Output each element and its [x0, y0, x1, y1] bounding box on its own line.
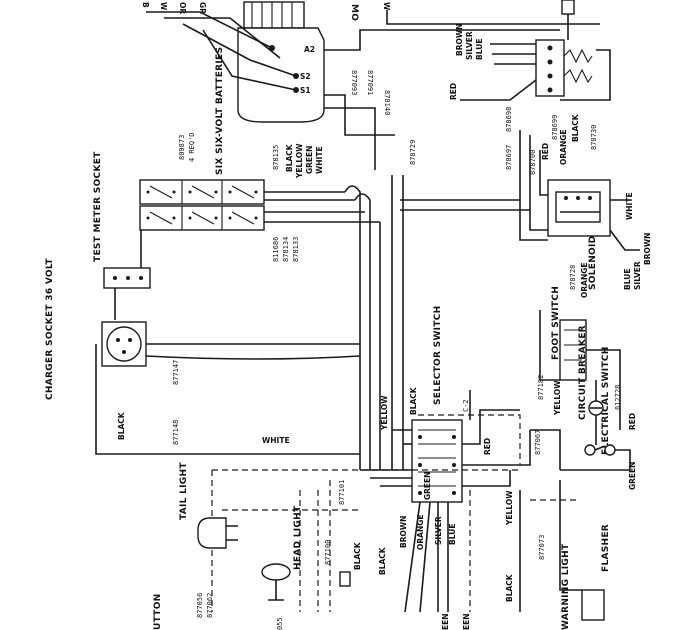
charger-socket-label: CHARGER SOCKET 36 VOLT	[45, 258, 55, 400]
wire-brown-sol: BROWN	[643, 233, 652, 265]
wire-brown-sel: BROWN	[399, 516, 408, 548]
warning-light-label: WARNING LIGHT	[561, 543, 571, 630]
top-wire-b: B	[141, 2, 150, 8]
electrical-switch-label: ELECTRICAL SWITCH	[601, 346, 611, 455]
head-light	[261, 563, 291, 601]
part-c2: C-2	[462, 399, 470, 412]
part-877182: 877182	[537, 375, 545, 400]
motor-terminal-s2: S2	[300, 72, 311, 81]
batteries-label: SIX SIX-VOLT BATTERIES	[215, 47, 225, 175]
part-878697: 878697	[505, 145, 513, 170]
wire-red-es: RED	[628, 413, 637, 430]
motor-label: MO	[349, 4, 359, 21]
wire-white-sel: WHITE	[262, 436, 290, 445]
head-light-label: HEAD LIGHT	[293, 505, 303, 570]
tail-light-label: TAIL LIGHT	[179, 462, 189, 520]
wire-orange-sol2: ORANGE	[580, 262, 589, 298]
wire-yellow-sel: YELLOW	[380, 395, 389, 431]
wire-green-bat: GREEN	[305, 146, 314, 174]
solenoid-label: SOLENOID	[588, 236, 598, 290]
controller-block	[535, 0, 611, 101]
wire-red-sol: RED	[541, 143, 550, 160]
tail-light	[197, 517, 238, 549]
selector-switch	[411, 419, 463, 503]
wire-blue-top: BLUE	[475, 39, 484, 60]
wire-red-top: RED	[449, 83, 458, 100]
part-809873: 809873	[178, 135, 186, 160]
wire-green-sel: GREEN	[423, 472, 432, 500]
part-878133: 878133	[292, 237, 300, 262]
part-877091: 877091	[366, 70, 374, 95]
top-wire-w: W	[159, 2, 168, 11]
motor-terminal-a2: A2	[304, 45, 315, 54]
circuit-breaker-label: CIRCUIT BREAKER	[578, 325, 588, 420]
part-878134: 878134	[282, 237, 290, 262]
wire-black-hl: BLACK	[353, 541, 362, 570]
flasher-label: FLASHER	[601, 524, 611, 572]
wire-black-sol: BLACK	[571, 113, 580, 142]
flasher-unit	[581, 589, 605, 621]
top-wire-or: OR	[178, 2, 187, 14]
part-812728: 812728	[614, 385, 622, 410]
part-877093: 877093	[350, 70, 358, 95]
test-meter-socket	[103, 267, 151, 289]
wire-een-2: EEN	[462, 613, 471, 630]
selector-switch-label: SELECTOR SWITCH	[433, 305, 443, 405]
part-878700: 878700	[529, 150, 537, 175]
part-877056: 877056	[196, 593, 204, 618]
part-877148: 877148	[172, 420, 180, 445]
wire-yellow-fs: YELLOW	[553, 380, 562, 416]
top-wire-w2: W	[382, 2, 391, 11]
wire-white-sol: WHITE	[625, 192, 634, 220]
req-count: 4 REQ'D	[188, 132, 196, 162]
wire-yellow-bat: YELLOW	[295, 143, 304, 179]
wire-black-sel: BLACK	[409, 386, 418, 415]
wire-silver-top: SILVER	[465, 31, 474, 60]
wire-orange-sol: ORANGE	[559, 129, 568, 165]
wire-brown-top: BROWN	[455, 24, 464, 56]
wire-silver-sol: SILVER	[633, 261, 642, 290]
part-878728: 878728	[569, 265, 577, 290]
wire-black-charger: BLACK	[117, 411, 126, 440]
foot-switch-label: FOOT SWITCH	[551, 286, 561, 360]
wire-black-wl: BLACK	[505, 573, 514, 602]
part-878140: 878140	[383, 90, 391, 115]
button-label: UTTON	[153, 594, 163, 630]
part-877100: 877100	[324, 540, 332, 565]
wire-yellow-wl: YELLOW	[505, 490, 514, 526]
motor	[237, 1, 325, 123]
wire-black-hl2: BLACK	[378, 546, 387, 575]
part-877101: 877101	[338, 480, 346, 505]
part-878729: 878729	[409, 140, 417, 165]
part-878730: 878730	[590, 125, 598, 150]
charger-socket	[101, 321, 147, 367]
electrical-switch	[584, 444, 616, 456]
wire-blue-sol: BLUE	[623, 269, 632, 290]
part-811686: 811686	[272, 237, 280, 262]
part-877067: 877067	[534, 430, 542, 455]
part-878699: 878699	[551, 115, 559, 140]
top-wire-gr: GR	[198, 2, 207, 14]
head-light-fuse	[339, 571, 351, 587]
part-877073: 877073	[538, 535, 546, 560]
wire-blue-sel: BLUE	[448, 524, 457, 545]
wire-een-1: EEN	[441, 613, 450, 630]
circuit-breaker	[588, 400, 604, 416]
part-878135: 878135	[272, 145, 280, 170]
wire-green-es: GREEN	[628, 462, 637, 490]
motor-terminal-s1: S1	[300, 86, 311, 95]
wire-orange-sel: ORANGE	[416, 514, 425, 550]
wire-black-bat: BLACK	[285, 143, 294, 172]
wire-white-bat: WHITE	[315, 146, 324, 174]
battery-bank	[139, 179, 265, 231]
test-meter-socket-label: TEST METER SOCKET	[93, 151, 103, 262]
solenoid	[547, 179, 611, 237]
part-055: 055	[276, 617, 284, 630]
wire-red-sel: RED	[483, 438, 492, 455]
part-877062: 877062	[206, 593, 214, 618]
part-877147: 877147	[172, 360, 180, 385]
part-878698: 878698	[505, 107, 513, 132]
